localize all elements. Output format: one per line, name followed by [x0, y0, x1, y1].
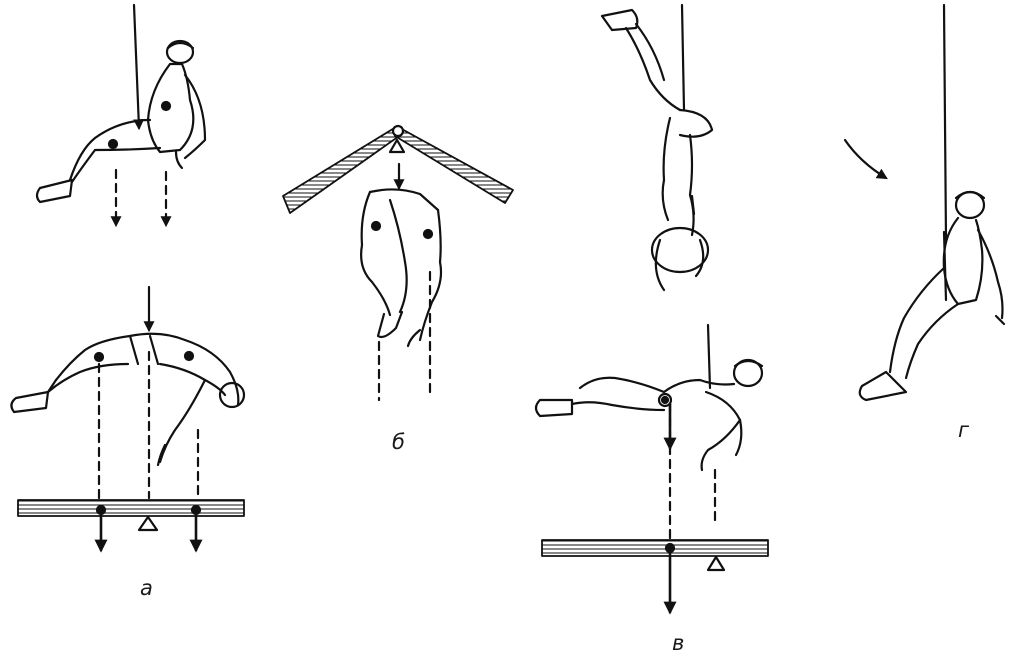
label-v: в	[672, 633, 684, 654]
panel-a	[11, 5, 244, 550]
climber-a-seated	[37, 41, 205, 202]
climber-v-leaning	[536, 360, 762, 470]
rotation-arrow-g	[845, 140, 886, 178]
balance-beam-v	[542, 540, 768, 556]
rope-v-top	[682, 5, 684, 110]
fulcrum-v	[708, 557, 724, 570]
rope-a-top	[134, 5, 139, 128]
panel-v	[536, 5, 768, 612]
rope-g	[944, 5, 946, 240]
fulcrum-a	[139, 517, 157, 530]
climber-a-inverted	[11, 334, 244, 465]
climber-v-upside-down	[602, 10, 712, 290]
rope-v-bottom	[708, 325, 710, 388]
label-b: б	[392, 432, 405, 453]
label-g: г	[958, 420, 969, 441]
climber-b-folded	[361, 189, 441, 346]
label-a: а	[140, 578, 153, 599]
climber-g-correct	[860, 192, 1004, 400]
panel-b	[283, 126, 513, 400]
bent-beam-b	[283, 127, 402, 213]
balance-beam-a	[18, 500, 244, 516]
panel-g	[845, 5, 1004, 400]
